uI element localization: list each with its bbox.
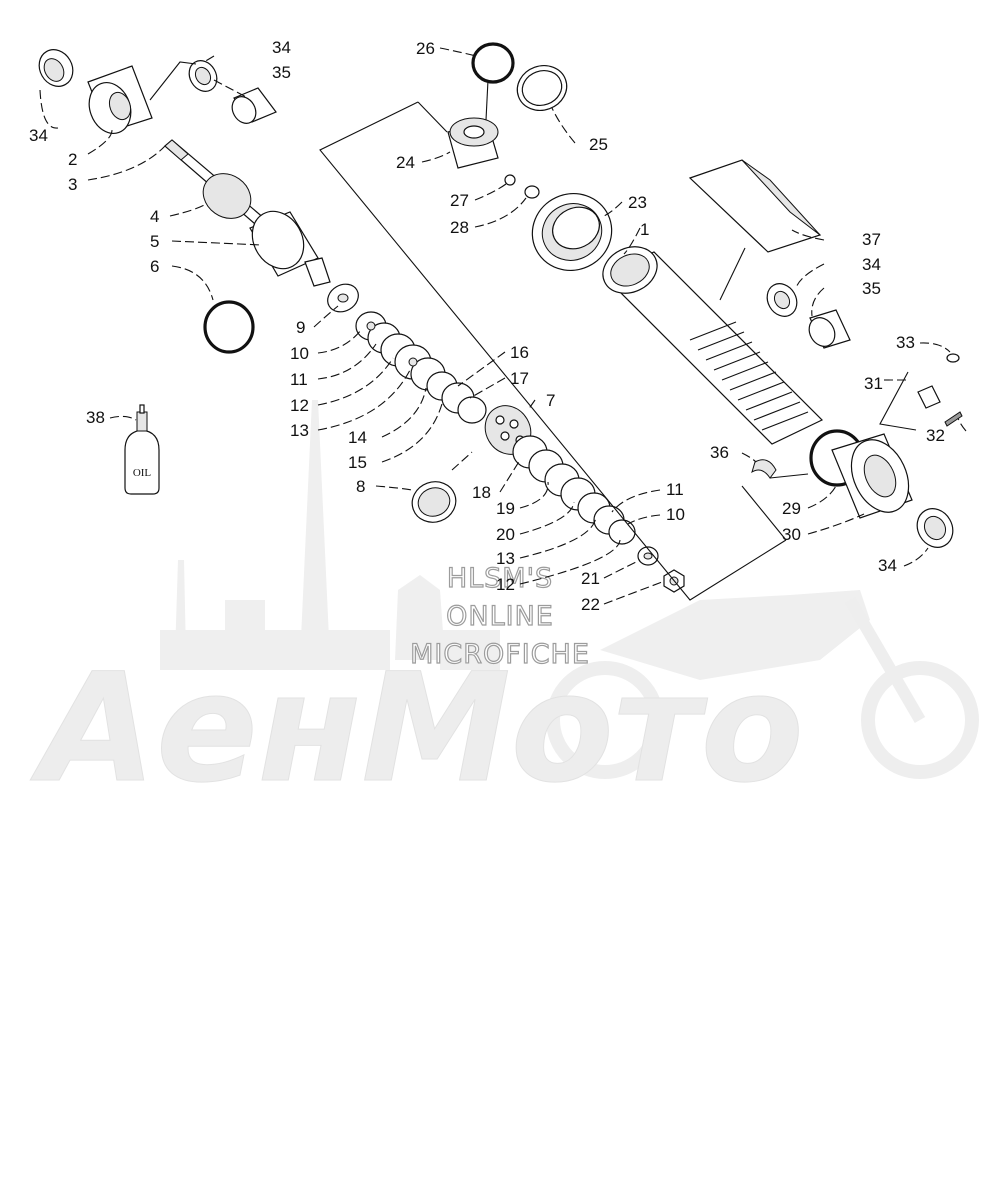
part-25-seal-ring bbox=[516, 65, 568, 111]
callout-32: 32 bbox=[926, 426, 945, 445]
part-37-decal bbox=[688, 159, 822, 253]
callout-34a: 34 bbox=[29, 126, 48, 145]
part-27-valve bbox=[504, 174, 516, 186]
part-32-pin bbox=[944, 411, 963, 427]
callout-36: 36 bbox=[710, 443, 729, 462]
part-34-bushing-top bbox=[188, 60, 218, 92]
part-26-o-ring bbox=[471, 42, 515, 84]
part-34-bushing-right bbox=[766, 283, 798, 317]
callout-14: 14 bbox=[348, 428, 367, 447]
callout-21: 21 bbox=[581, 569, 600, 588]
callout-10b: 10 bbox=[666, 505, 685, 524]
callout-35a: 35 bbox=[272, 63, 291, 82]
watermark-brand: AeнMoто bbox=[30, 642, 804, 816]
part-23-spring-seat bbox=[531, 193, 613, 271]
callout-labels: 1 2 3 4 5 6 7 8 9 10 10 11 11 12 12 13 1… bbox=[29, 38, 945, 614]
callout-15: 15 bbox=[348, 453, 367, 472]
part-21-washer bbox=[637, 546, 659, 566]
callout-23: 23 bbox=[628, 193, 647, 212]
callout-33: 33 bbox=[896, 333, 915, 352]
callout-13a: 13 bbox=[290, 421, 309, 440]
callout-18: 18 bbox=[472, 483, 491, 502]
watermark-line-3: MICROFICHE bbox=[410, 639, 590, 670]
callout-11a: 11 bbox=[290, 370, 308, 389]
callout-16: 16 bbox=[510, 343, 529, 362]
part-35-sleeve-top bbox=[231, 87, 277, 124]
bracket-31-frame bbox=[879, 371, 917, 431]
callout-1: 1 bbox=[640, 220, 649, 239]
watermark-line-1: HLSM'S bbox=[447, 563, 553, 594]
callout-34d: 34 bbox=[878, 556, 897, 575]
eyelet-bracket-lines bbox=[149, 61, 197, 101]
callout-13b: 13 bbox=[496, 549, 515, 568]
callout-8: 8 bbox=[356, 477, 365, 496]
callout-22: 22 bbox=[581, 595, 600, 614]
part-36-clip bbox=[751, 459, 777, 479]
callout-26: 26 bbox=[416, 39, 435, 58]
part-5-seal-head bbox=[249, 210, 331, 287]
callout-31: 31 bbox=[864, 374, 883, 393]
callout-3: 3 bbox=[68, 175, 77, 194]
callout-38: 38 bbox=[86, 408, 105, 427]
piston-assembly-frame bbox=[319, 101, 787, 601]
callout-10a: 10 bbox=[290, 344, 309, 363]
callout-4: 4 bbox=[150, 207, 159, 226]
callout-34c: 34 bbox=[862, 255, 881, 274]
callout-19: 19 bbox=[496, 499, 515, 518]
callout-17: 17 bbox=[510, 369, 529, 388]
part-34-bushing-left bbox=[38, 49, 74, 87]
callout-28: 28 bbox=[450, 218, 469, 237]
callout-24: 24 bbox=[396, 153, 415, 172]
callout-25: 25 bbox=[589, 135, 608, 154]
part-9-washer bbox=[327, 283, 359, 313]
part-shim-stack-upper bbox=[355, 311, 487, 424]
watermark-line-2: ONLINE bbox=[446, 601, 554, 632]
spring-coils bbox=[689, 321, 809, 431]
callout-34b: 34 bbox=[272, 38, 291, 57]
callout-6: 6 bbox=[150, 257, 159, 276]
part-8-piston-band bbox=[411, 481, 457, 523]
part-6-o-ring bbox=[203, 300, 255, 354]
watermark-motorcycle bbox=[546, 590, 979, 779]
callout-5: 5 bbox=[150, 232, 159, 251]
callout-27: 27 bbox=[450, 191, 469, 210]
callout-11b: 11 bbox=[666, 480, 684, 499]
part-4-bumper bbox=[202, 173, 252, 219]
part-24-reservoir-cap bbox=[447, 117, 499, 169]
watermark-skyline bbox=[160, 400, 500, 670]
parts: OIL bbox=[38, 42, 963, 593]
callout-20: 20 bbox=[496, 525, 515, 544]
part-28-valve-cap bbox=[524, 185, 540, 199]
leader-lines bbox=[39, 47, 967, 605]
part-31-bracket bbox=[917, 385, 941, 409]
part-35-sleeve-right bbox=[808, 309, 851, 349]
callout-7: 7 bbox=[546, 391, 555, 410]
callout-9: 9 bbox=[296, 318, 305, 337]
part-shim-stack-lower bbox=[512, 435, 636, 545]
part-33-screw bbox=[946, 353, 960, 363]
oil-bottle-label: OIL bbox=[133, 467, 152, 479]
callout-12b: 12 bbox=[496, 575, 515, 594]
callout-2: 2 bbox=[68, 150, 77, 169]
callout-30: 30 bbox=[782, 525, 801, 544]
assembly-frames bbox=[149, 61, 917, 601]
watermark: AeнMoто HLSM'S ONLINE MICROFICHE bbox=[30, 400, 979, 817]
part-38-oil-bottle: OIL bbox=[124, 404, 160, 495]
callout-12a: 12 bbox=[290, 396, 309, 415]
part-30-lower-eye bbox=[831, 433, 913, 519]
part-2-eyelet bbox=[87, 65, 153, 134]
part-34-bushing-lower-right bbox=[916, 508, 954, 548]
callout-37: 37 bbox=[862, 230, 881, 249]
callout-29: 29 bbox=[782, 499, 801, 518]
callout-35b: 35 bbox=[862, 279, 881, 298]
part-1-shock-body bbox=[602, 246, 824, 445]
